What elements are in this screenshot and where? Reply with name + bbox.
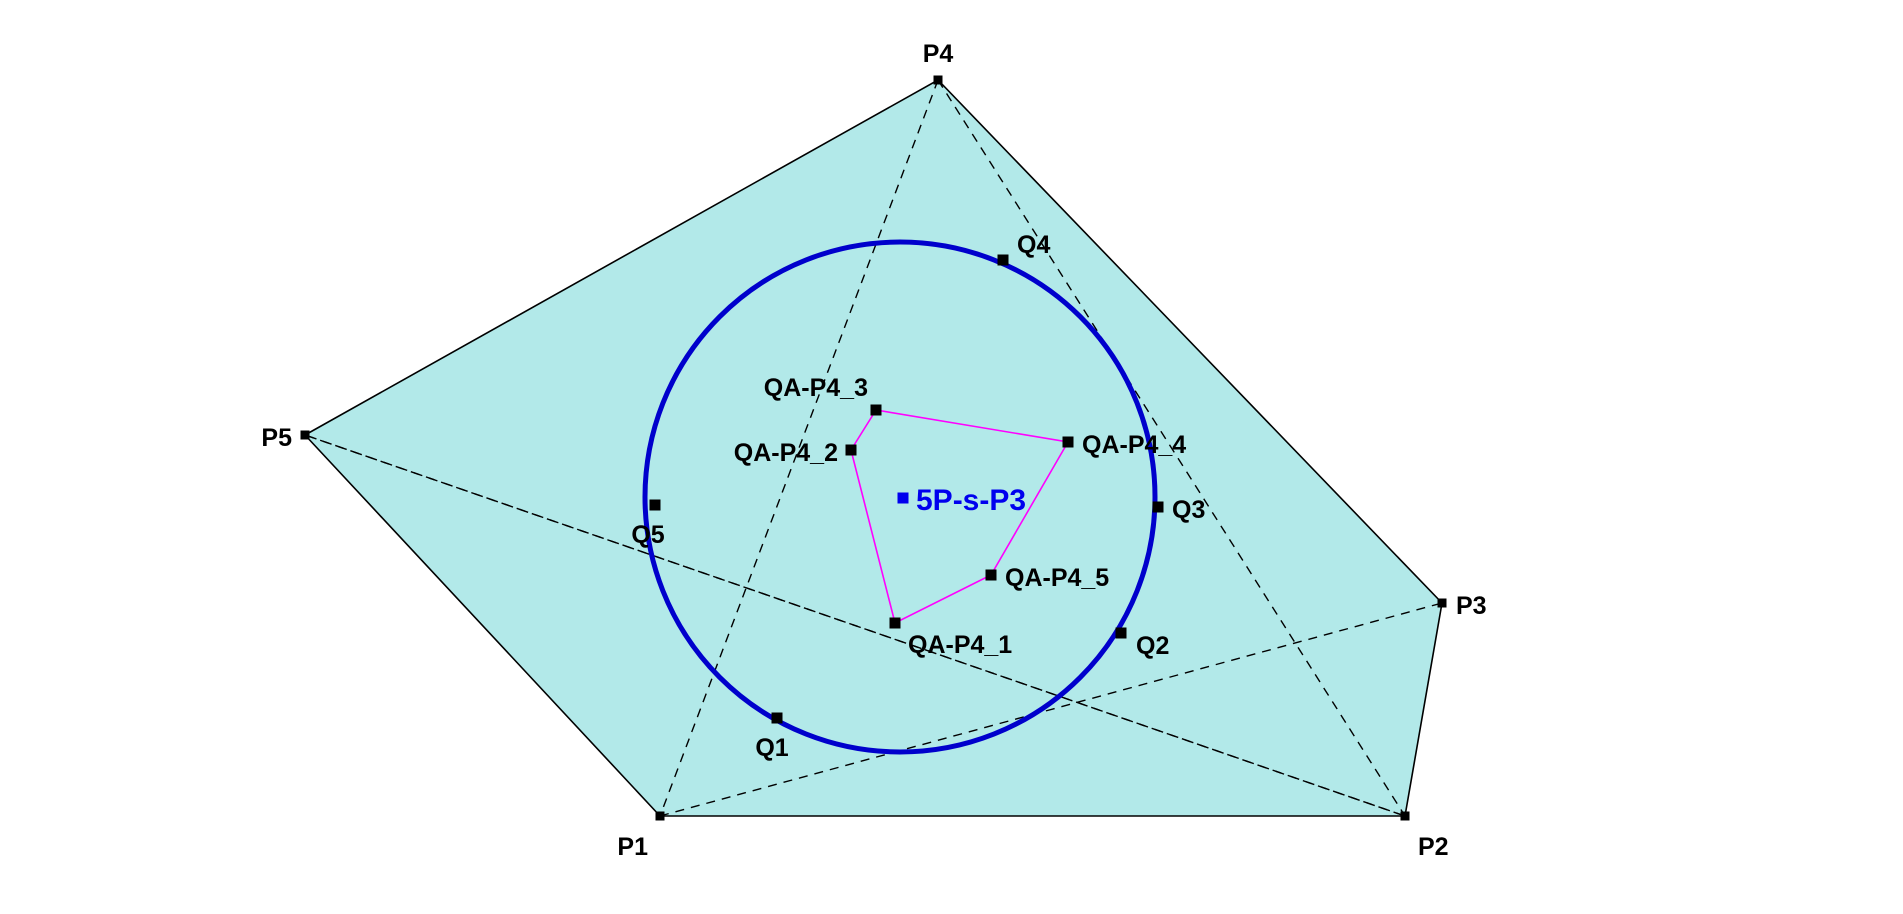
q-point-label-q3: Q3: [1172, 496, 1205, 524]
q-point-label-q5: Q5: [631, 521, 664, 549]
qa-point-label-qa-p4_2: QA-P4_2: [734, 439, 838, 467]
inner-pentagon-shape[interactable]: [850, 409, 1070, 625]
q-point-label-q4: Q4: [1017, 231, 1050, 259]
construction-line-p5-q5-q2-p2: [304, 434, 1406, 817]
p-vertex-marker-p4[interactable]: [933, 75, 943, 85]
q-point-marker-q2[interactable]: [1115, 627, 1127, 639]
qa-point-markers-group: QA-P4_1 QA-P4_2 QA-P4_3QA-P4_4QA-P4_5: [734, 374, 1187, 659]
p-vertex-marker-p1[interactable]: [655, 811, 665, 821]
q-point-label-q2: Q2: [1136, 632, 1169, 660]
q-point-marker-q1[interactable]: [771, 712, 783, 724]
q-point-label-q1: Q1: [755, 734, 788, 762]
qa-point-marker-qa-p4_5[interactable]: [985, 569, 997, 581]
p-vertex-label-p4: P4: [923, 40, 954, 68]
q-point-marker-q3[interactable]: [1152, 501, 1164, 513]
qa-point-label-qa-p4_1: QA-P4_1: [908, 631, 1012, 659]
qa-point-label-qa-p4_3: QA-P4_3: [764, 374, 868, 402]
p-vertex-marker-p5[interactable]: [300, 430, 310, 440]
p-vertex-marker-p2[interactable]: [1400, 811, 1410, 821]
p-vertex-marker-p3[interactable]: [1437, 598, 1447, 608]
construction-line-p4-q4-q2-p2: [937, 79, 1406, 817]
qa-point-marker-qa-p4_1[interactable]: [889, 617, 901, 629]
qa-point-marker-qa-p4_2[interactable]: [845, 444, 857, 456]
center-label-5p-s-p3: 5P-s-P3: [916, 484, 1026, 517]
q-point-marker-q5[interactable]: [649, 499, 661, 511]
outer-pentagon-shape[interactable]: [303, 79, 1443, 817]
p-vertex-label-p3: P3: [1456, 592, 1487, 620]
qa-point-marker-qa-p4_3[interactable]: [870, 404, 882, 416]
inscribed-circle[interactable]: [642, 239, 1158, 755]
p-vertex-label-p1: P1: [617, 833, 648, 861]
construction-line-p4-q4-q1-p1: [659, 79, 939, 817]
p-vertex-label-p2: P2: [1418, 833, 1449, 861]
construction-line-p1-q3-p3: [659, 602, 1443, 817]
construction-lines-group: [304, 79, 1443, 817]
qa-point-label-qa-p4_5: QA-P4_5: [1005, 564, 1109, 592]
center-marker-square: [897, 492, 909, 504]
q-point-marker-q4[interactable]: [997, 254, 1009, 266]
p-vertex-label-p5: P5: [261, 424, 292, 452]
qa-point-label-qa-p4_4: QA-P4_4: [1082, 431, 1186, 459]
qa-point-marker-qa-p4_4[interactable]: [1062, 436, 1074, 448]
